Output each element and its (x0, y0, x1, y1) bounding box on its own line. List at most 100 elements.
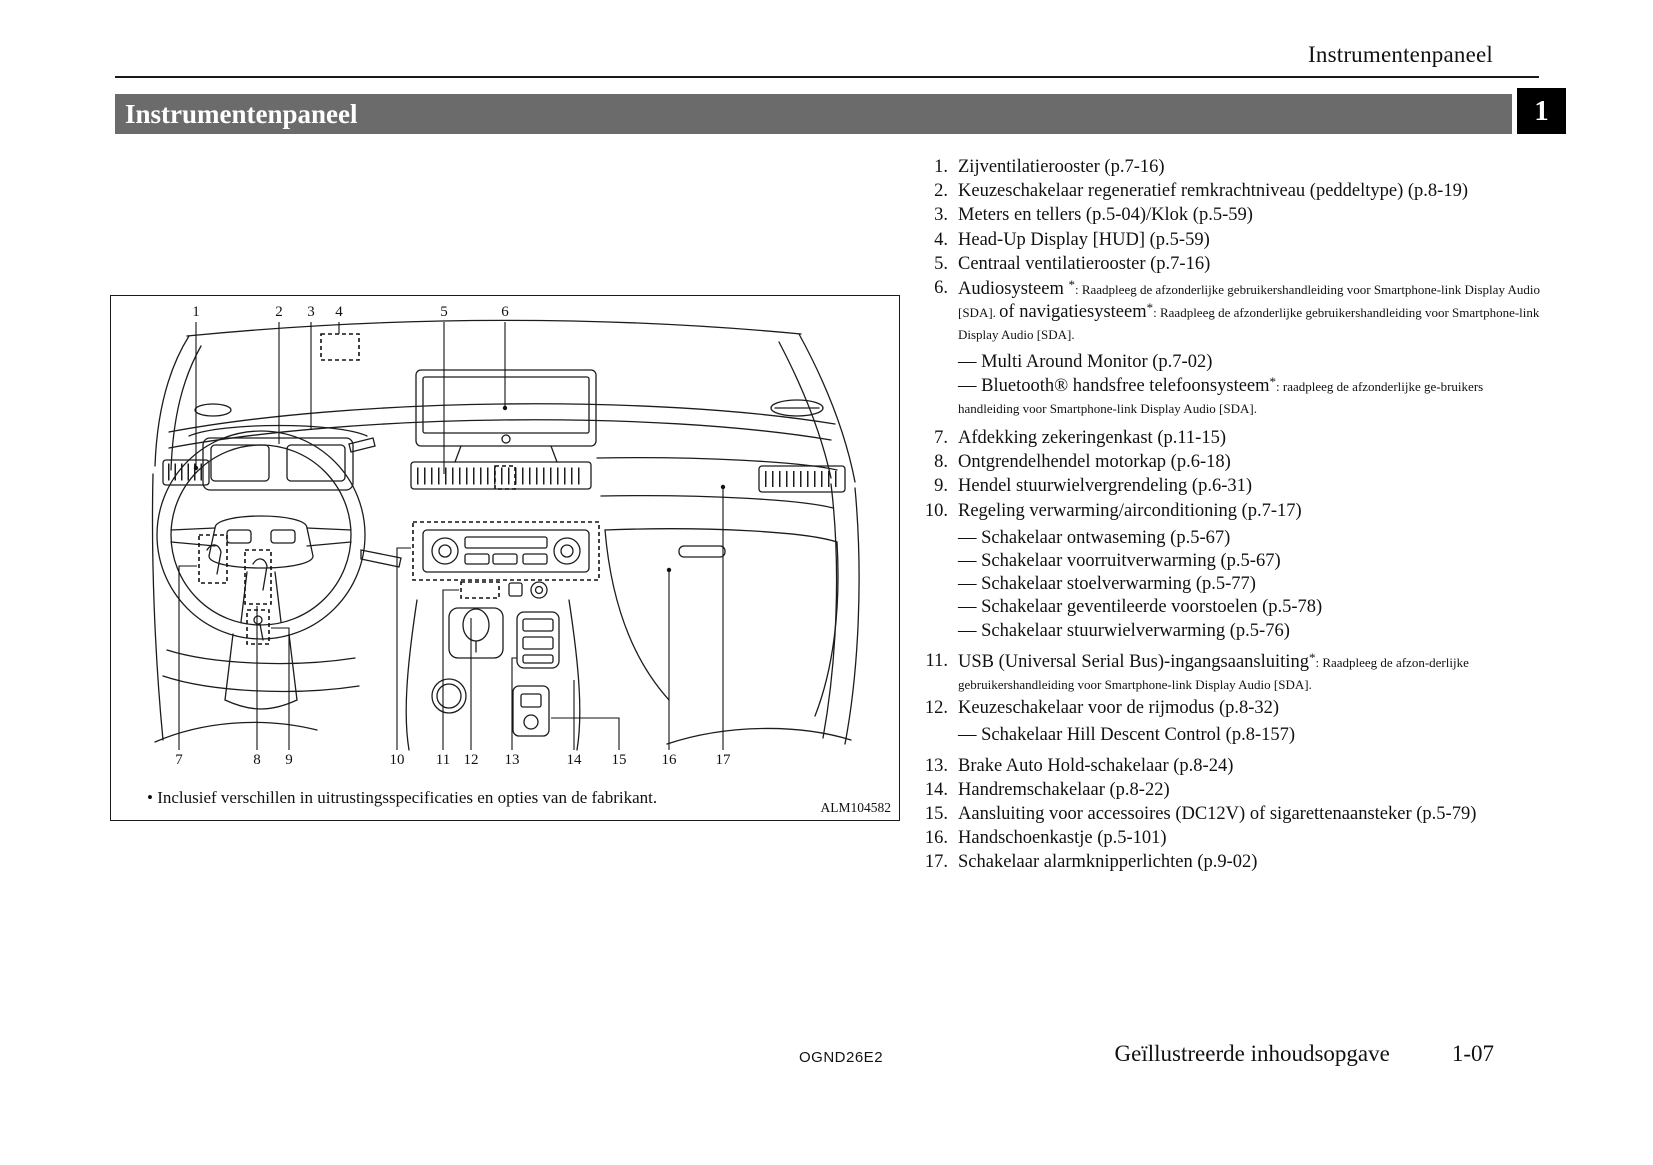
callout-number-5: 5 (440, 304, 448, 320)
part-number: 2. (934, 181, 948, 202)
callout-number-13: 13 (505, 752, 520, 768)
parts-list-item: 5. Centraal ventilatierooster (p.7-16) (914, 253, 1546, 275)
climate-control (422, 529, 590, 573)
part-body: Centraal ventilatierooster (p.7-16) (948, 253, 1546, 275)
parts-list-item: 13.Brake Auto Hold-schakelaar (p.8-24) (914, 755, 1546, 777)
part-text: Meters en tellers (p.5-04)/Klok (p.5-59) (958, 205, 1253, 226)
footer: Geïllustreerde inhoudsopgave 1-07 (1115, 1041, 1494, 1067)
part-body: Handschoenkastje (p.5-101) (948, 827, 1546, 849)
callout-number-4: 4 (335, 304, 343, 320)
part-subitem: — Multi Around Monitor (p.7-02) (958, 351, 1546, 373)
part-text: Handremschakelaar (p.8-22) (958, 779, 1170, 800)
parts-list-item: 17. Schakelaar alarmknipperlichten (p.9-0… (914, 851, 1546, 873)
figure-code: ALM104582 (820, 800, 892, 815)
climate-callout-box (412, 521, 600, 581)
part-number: 4. (934, 229, 948, 250)
callout-number-16: 16 (662, 752, 678, 768)
steering-wheel (156, 430, 366, 640)
dashboard-figure: 1 2 3 4 5 6 7 8 9 10 11 12 13 14 15 16 1… (110, 295, 900, 821)
part-text: USB (Universal Serial Bus)-ingangsaanslu… (958, 651, 1309, 672)
part-body: Zijventilatierooster (p.7-16) (948, 156, 1546, 178)
part-text: of navigatiesysteem (999, 302, 1147, 323)
part-subitem: — Schakelaar ontwaseming (p.5-67) (958, 527, 1546, 549)
callout-number-15: 15 (612, 752, 627, 768)
part-subitems: — Schakelaar ontwaseming (p.5-67) — Schak… (958, 527, 1546, 642)
part-footnote: * (1146, 300, 1154, 316)
part-subitem: — Schakelaar geventileerde voorstoelen (… (958, 596, 1546, 618)
part-text: Keuzeschakelaar regeneratief remkrachtni… (958, 181, 1469, 202)
part-body: Aansluiting voor accessoires (DC12V) of … (948, 803, 1546, 825)
part-body: USB (Universal Serial Bus)-ingangsaanslu… (948, 650, 1546, 695)
glovebox-handle (678, 545, 726, 558)
instrument-cluster (202, 437, 354, 491)
parts-list-item: 16.Handschoenkastje (p.5-101) (914, 827, 1546, 849)
center-display (415, 369, 597, 447)
callout-number-14: 14 (567, 752, 583, 768)
part-text: Aansluiting voor accessoires (DC12V) of … (958, 803, 1477, 824)
right-vent (758, 465, 846, 493)
footer-section-label: Geïllustreerde inhoudsopgave (1114, 1041, 1390, 1066)
leader-dots (193, 405, 726, 573)
part-text: Regeling verwarming/airconditioning (p.7… (958, 500, 1302, 521)
part-body: Head-Up Display [HUD] (p.5-59) (948, 229, 1546, 251)
defroster-grille-icon (194, 403, 232, 417)
part-number: 1. (934, 157, 948, 177)
part-footnote: : Raadpleeg de afzonderlijke gebruikersh… (958, 305, 1540, 343)
parts-list-item: 3. Meters en tellers (p.5-04)/Klok (p.5-5… (914, 204, 1546, 226)
header-rule (115, 76, 1539, 78)
callout-number-10: 10 (390, 752, 405, 768)
part-text: — Schakelaar stoelverwarming (p.5-77) (958, 574, 1256, 595)
part-subitems: — Schakelaar Hill Descent Control (p.8-1… (958, 724, 1546, 746)
part-footnote: : raadpleeg de afzonderlijke ge-bruikers… (958, 378, 1484, 416)
part-body: Hendel stuurwielvergrendeling (p.6-31) (948, 475, 1546, 497)
part-number: 10. (924, 500, 948, 521)
part-footnote: * (1269, 373, 1277, 389)
part-text: Schakelaar alarmknipperlichten (p.9-02) (958, 852, 1258, 873)
footer-page-number: 1-07 (1451, 1041, 1494, 1066)
part-subitem: — Schakelaar Hill Descent Control (p.8-1… (958, 724, 1546, 746)
parts-list-item: 8.Ontgrendelhendel motorkap (p.6-18) (914, 451, 1546, 473)
part-body: Meters en tellers (p.5-04)/Klok (p.5-59) (948, 204, 1546, 226)
part-text: Hendel stuurwielvergrendeling (p.6-31) (958, 476, 1253, 497)
part-number: 15. (924, 803, 948, 824)
part-body: Afdekking zekeringenkast (p.11-15) (948, 427, 1546, 449)
part-body: Handremschakelaar (p.8-22) (948, 779, 1546, 801)
callout-number-12: 12 (464, 752, 479, 768)
part-text: Ontgrendelhendel motorkap (p.6-18) (958, 452, 1231, 473)
console-switch-panel (516, 611, 560, 669)
stalk-lever (360, 549, 402, 568)
part-text: — Schakelaar Hill Descent Control (p.8-1… (958, 725, 1296, 746)
part-number: 3. (934, 205, 948, 226)
part-number: 14. (924, 779, 948, 800)
steering-lock-callout-box (246, 609, 270, 645)
part-number: 17. (924, 852, 948, 873)
section-title-bar: Instrumentenpaneel (115, 94, 1512, 134)
part-subitems: — Multi Around Monitor (p.7-02)— Bluetoo… (958, 351, 1546, 420)
part-subitem: — Bluetooth® handsfree telefoonsysteem*:… (958, 374, 1546, 419)
parts-list-item: 11.USB (Universal Serial Bus)-ingangsaan… (914, 650, 1546, 695)
callout-number-17: 17 (716, 752, 732, 768)
fusebox-callout-box (198, 534, 228, 584)
part-text: Brake Auto Hold-schakelaar (p.8-24) (958, 755, 1234, 776)
parts-list-item: 12.Keuzeschakelaar voor de rijmodus (p.8… (914, 697, 1546, 752)
part-text: — Multi Around Monitor (p.7-02) (958, 351, 1213, 372)
parts-list: 1. Zijventilatierooster (p.7-16) 2. Keuzesc… (914, 156, 1546, 875)
part-text: Centraal ventilatierooster (p.7-16) (958, 253, 1211, 274)
part-subitem: — Schakelaar stuurwielverwarming (p.5-76… (958, 620, 1546, 642)
part-text: Keuzeschakelaar voor de rijmodus (p.8-32… (958, 698, 1280, 719)
dashboard-line-drawing: 1 2 3 4 5 6 7 8 9 10 11 12 13 14 15 16 1… (151, 304, 860, 768)
part-footnote: : Raadpleeg de afzonderlijke gebruikersh… (958, 281, 1540, 321)
part-number: 5. (934, 253, 948, 274)
parts-list-item: 4.Head-Up Display [HUD] (p.5-59) (914, 229, 1546, 251)
callout-number-7: 7 (175, 752, 183, 768)
gear-shifter (448, 607, 504, 659)
callout-number-2: 2 (275, 304, 283, 320)
part-body: Schakelaar alarmknipperlichten (p.9-02) (948, 851, 1546, 873)
hood-release-callout-box (244, 549, 272, 605)
part-text: Zijventilatierooster (p.7-16) (958, 157, 1165, 177)
accessory-socket-panel (512, 685, 550, 737)
callout-number-9: 9 (285, 752, 293, 768)
part-body: Regeling verwarming/airconditioning (p.7… (948, 500, 1546, 648)
paddle-shifter (348, 437, 376, 453)
